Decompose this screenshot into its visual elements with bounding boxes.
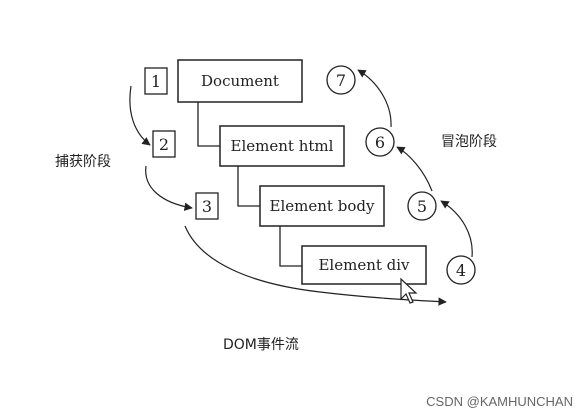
node-element-html: Element html	[219, 125, 345, 167]
watermark: CSDN @KAMHUNCHAN	[426, 394, 573, 409]
node-element-body: Element body	[259, 185, 385, 227]
bubble-flow-arrows	[357, 69, 473, 258]
capture-step-2: 2	[152, 130, 176, 158]
capture-step-1: 1	[144, 67, 168, 95]
bubble-step-5: 5	[407, 191, 437, 221]
node-div-label: Element div	[318, 256, 410, 274]
capture-step-3-label: 3	[202, 197, 212, 216]
node-document-label: Document	[201, 72, 279, 90]
bubble-step-6-label: 6	[375, 133, 385, 152]
bubble-step-4: 4	[446, 255, 476, 285]
bubble-step-6: 6	[365, 127, 395, 157]
bubble-step-7-label: 7	[336, 71, 346, 90]
bubble-step-5-label: 5	[417, 197, 427, 216]
mouse-cursor-icon	[400, 277, 418, 304]
capture-step-2-label: 2	[159, 135, 169, 154]
tree-connectors	[197, 102, 302, 267]
node-element-div: Element div	[301, 245, 427, 285]
capture-phase-label: 捕获阶段	[55, 154, 111, 170]
capture-step-3: 3	[195, 192, 219, 220]
bubble-step-7: 7	[326, 65, 356, 95]
bubble-step-4-label: 4	[456, 261, 466, 280]
node-html-label: Element html	[231, 137, 334, 155]
capture-step-1-label: 1	[151, 72, 161, 91]
node-body-label: Element body	[270, 197, 375, 215]
node-document: Document	[177, 59, 303, 103]
bubble-phase-label: 冒泡阶段	[441, 134, 497, 150]
diagram-caption: DOM事件流	[223, 337, 299, 353]
